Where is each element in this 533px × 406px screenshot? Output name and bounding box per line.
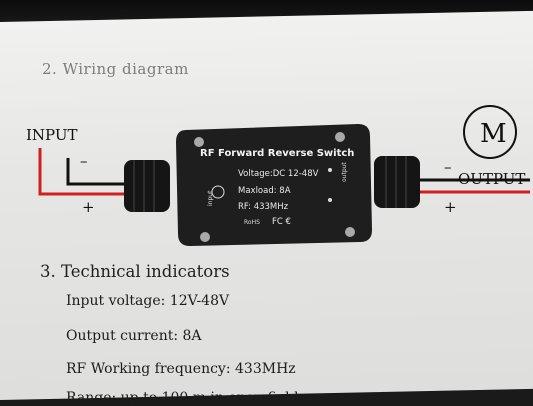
device-voltage: Voltage:DC 12-48V	[238, 169, 319, 179]
right-cable-gland	[374, 156, 420, 208]
device-rohs: RoHS	[244, 219, 260, 226]
spec-output-current: Output current: 8A	[66, 328, 202, 344]
input-red-wire	[38, 148, 128, 196]
motor-icon: M	[463, 105, 517, 159]
section-2-heading: 2. Wiring diagram	[42, 60, 189, 78]
spec-range: Range: up to 100 m in open field	[66, 390, 299, 406]
device-rf: RF: 433MHz	[238, 202, 289, 212]
screw-bottom-left	[200, 232, 210, 242]
input-plus: +	[82, 198, 95, 216]
wiring-diagram: INPUT – + RF Forward Reverse Switch Volt…	[26, 105, 530, 246]
output-label: OUTPUT	[458, 170, 525, 188]
input-label: INPUT	[26, 126, 78, 144]
input-black-wire	[66, 158, 128, 186]
screw-top-left	[194, 137, 204, 147]
device-maxload: Maxload: 8A	[238, 186, 291, 196]
screw-top-right	[335, 132, 345, 142]
spec-input-voltage: Input voltage: 12V-48V	[66, 293, 230, 309]
device-input-port: input	[207, 190, 214, 206]
section-3-heading: 3. Technical indicators	[40, 262, 230, 281]
output-plus: +	[444, 198, 457, 216]
device-output-port: output	[341, 162, 348, 182]
device-ce-mark: FC €	[272, 217, 291, 227]
rf-switch-device: RF Forward Reverse Switch Voltage:DC 12-…	[176, 124, 372, 246]
input-minus: –	[80, 152, 88, 170]
device-title: RF Forward Reverse Switch	[200, 148, 354, 159]
motor-label: M	[480, 119, 507, 149]
spec-rf-frequency: RF Working frequency: 433MHz	[66, 361, 296, 377]
output-minus: –	[444, 158, 452, 176]
motor-symbol-small	[211, 185, 225, 199]
left-cable-gland	[124, 160, 170, 212]
screw-bottom-right	[345, 227, 355, 237]
